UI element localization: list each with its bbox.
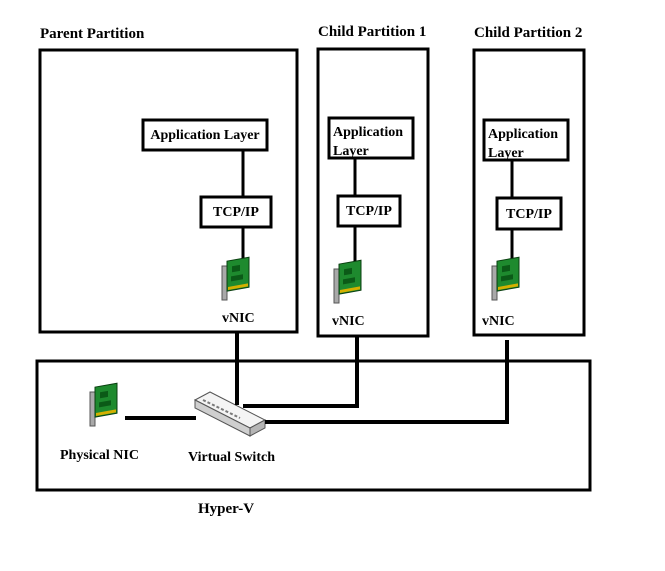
child1-app-layer-label-2: Layer — [333, 144, 369, 159]
parent-partition-title: Parent Partition — [40, 26, 145, 42]
parent-partition-box — [38, 48, 299, 334]
hyperv-box — [35, 359, 592, 492]
child-partition-2: Child Partition 2 Application Layer TCP/… — [472, 25, 586, 337]
hyperv-layer: Hyper-V Physical NIC Virtual Switch — [35, 359, 592, 517]
child1-vnic-label: vNIC — [332, 314, 365, 329]
physical-nic-label: Physical NIC — [60, 448, 139, 463]
physical-nic-icon — [89, 382, 118, 427]
child2-vnic-icon — [491, 256, 520, 301]
parent-app-layer-box — [141, 118, 269, 152]
child1-vnic-icon — [333, 259, 362, 304]
child2-tcpip-box — [495, 196, 563, 231]
child2-app-layer-box — [482, 118, 570, 162]
child2-app-layer-label-1: Application — [488, 127, 558, 142]
parent-tcpip-label: TCP/IP — [213, 205, 259, 220]
child2-partition-box — [472, 48, 586, 337]
child2-title: Child Partition 2 — [474, 25, 582, 41]
child2-switch-link — [265, 361, 509, 424]
child1-partition-box — [316, 47, 430, 338]
parent-tcpip-box — [199, 195, 273, 229]
child2-tcpip-label: TCP/IP — [506, 207, 552, 222]
child1-app-layer-label-1: Application — [333, 125, 403, 140]
child1-app-layer-box — [327, 116, 415, 160]
hyperv-label: Hyper-V — [198, 501, 254, 517]
child1-tcpip-box — [336, 194, 402, 228]
child1-title: Child Partition 1 — [318, 24, 426, 40]
parent-app-layer-label: Application Layer — [150, 128, 259, 143]
virtual-switch-icon — [193, 391, 267, 437]
virtual-switch-label: Virtual Switch — [188, 450, 275, 465]
child1-tcpip-label: TCP/IP — [346, 204, 392, 219]
child-partition-1: Child Partition 1 Application Layer TCP/… — [316, 24, 430, 338]
child2-app-layer-label-2: Layer — [488, 146, 524, 161]
child2-vnic-label: vNIC — [482, 314, 515, 329]
connections — [125, 333, 509, 424]
child1-switch-link — [243, 361, 359, 408]
parent-vnic-icon — [221, 256, 250, 301]
parent-vnic-label: vNIC — [222, 311, 255, 326]
parent-partition: Parent Partition Application Layer TCP/I… — [38, 26, 299, 334]
